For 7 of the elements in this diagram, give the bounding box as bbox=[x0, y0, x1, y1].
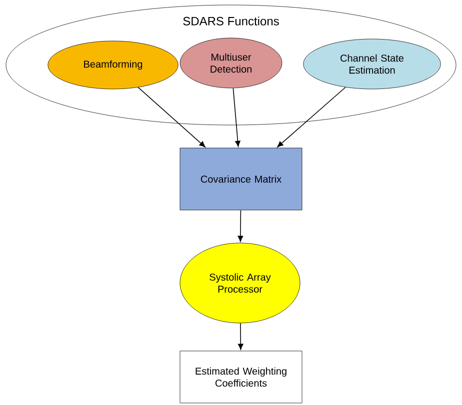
arrow bbox=[238, 210, 244, 242]
output-box: Estimated Weighting Coefficients bbox=[180, 350, 302, 404]
process-box: Covariance Matrix bbox=[180, 148, 302, 210]
arrow bbox=[232, 88, 240, 147]
arrow bbox=[277, 86, 346, 148]
arrow bbox=[138, 86, 206, 148]
arrow bbox=[238, 322, 244, 350]
